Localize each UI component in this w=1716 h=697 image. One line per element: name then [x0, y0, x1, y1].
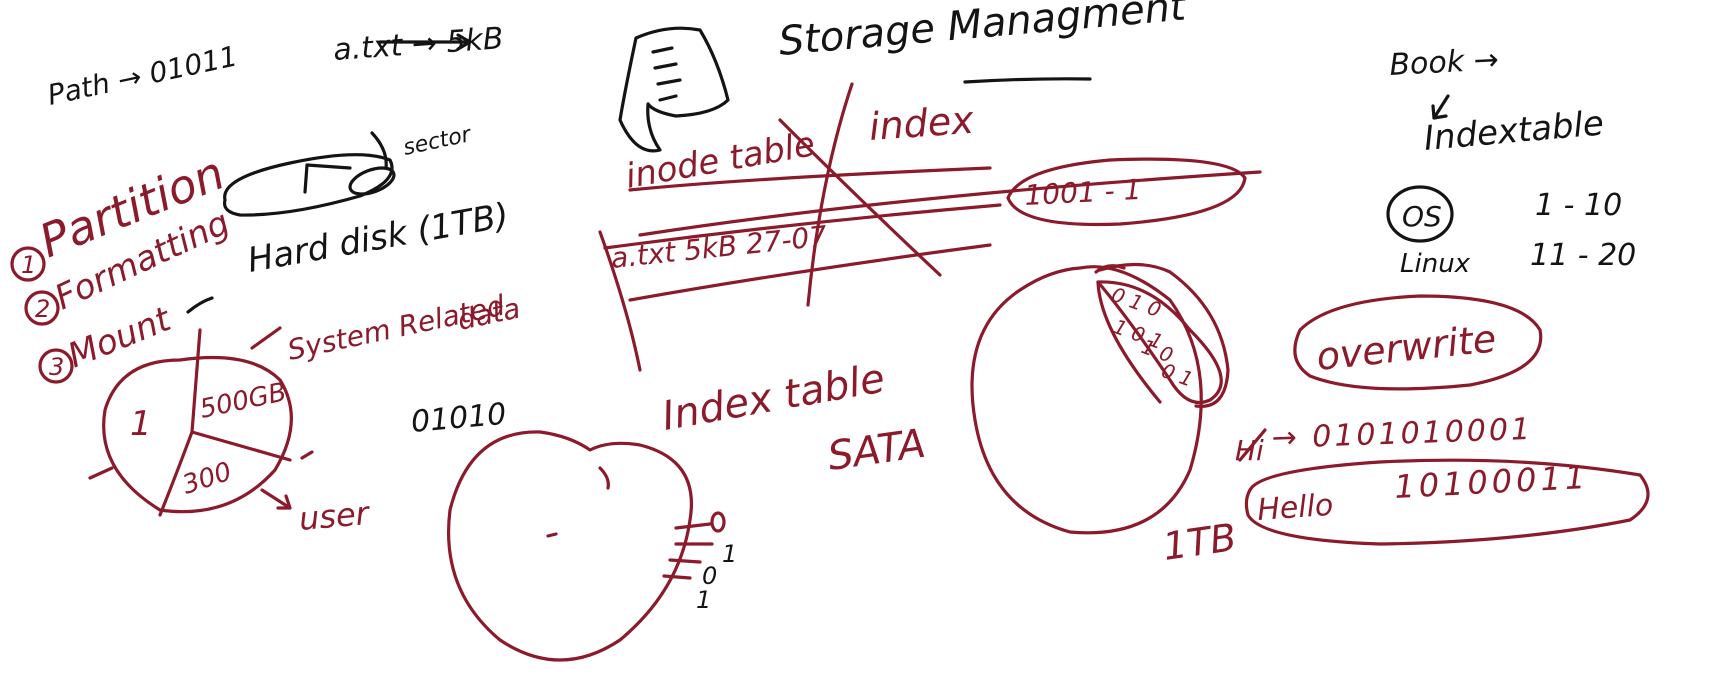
strike-line [778, 118, 942, 277]
sector-outline [1098, 262, 1230, 408]
arrow-icon [250, 326, 282, 350]
sector-pointer [303, 163, 352, 194]
table-divider [598, 230, 642, 372]
linux-range: 11 - 20 [1530, 238, 1636, 273]
range-1001: 1001 - 1 [1024, 173, 1143, 212]
pie-label-1: 1 [130, 404, 152, 444]
indextable-label: Indextable [1422, 103, 1605, 159]
range-ellipse [1006, 157, 1247, 227]
sector-bracket [370, 131, 388, 170]
sector-bits: 0 1 [1158, 358, 1196, 391]
hi-bits: → 0101010001 [1271, 412, 1534, 456]
step-circle [38, 348, 74, 384]
linux-label: Linux [1400, 249, 1471, 279]
book-label: Book → [1389, 42, 1500, 83]
a-txt-row: a.txt 5kB 27-07 [609, 219, 828, 275]
pie-tick [300, 450, 314, 460]
document-icon [618, 26, 730, 153]
step-circle [10, 246, 46, 282]
platter-bit: 1 [696, 586, 711, 614]
user-label: user [297, 494, 372, 538]
os-label: OS [1402, 200, 1442, 233]
platter-dot [710, 511, 726, 533]
platter-bit: 1 [722, 540, 737, 568]
step-number: 1 [21, 251, 36, 279]
document-line [653, 62, 678, 70]
platter-mark [598, 466, 610, 490]
hello-label: Hello [1256, 488, 1334, 528]
document-line [651, 46, 674, 54]
pie-label-500gb: 500GB [197, 377, 289, 425]
page-title: Storage Managment [777, 0, 1189, 65]
arrow-icon [260, 488, 292, 510]
arrow-icon [1431, 94, 1450, 120]
sector-ellipse [348, 166, 396, 196]
table-line [628, 243, 992, 302]
pie-label-300: 300 [179, 457, 235, 501]
hard-disk-label: Hard disk (1TB) [245, 196, 512, 281]
hi-label: Hi [1235, 434, 1264, 467]
one-tb-label: 1TB [1160, 515, 1239, 569]
platter-center [546, 532, 558, 538]
os-range: 1 - 10 [1535, 188, 1622, 223]
table-divider [806, 82, 854, 307]
pie-divider [158, 430, 194, 517]
hard-disk-ellipse [222, 153, 394, 217]
step-circle [24, 290, 60, 326]
inode-underline [628, 166, 992, 192]
pie-outline [102, 355, 293, 514]
document-line [656, 78, 682, 86]
hello-ellipse [1244, 458, 1650, 546]
platter-bit: 0 [702, 562, 717, 590]
hello-bits: 10100011 [1393, 458, 1590, 506]
step-number: 2 [35, 295, 50, 323]
mount-dash [186, 296, 214, 314]
path-label: Path → 01011 [45, 39, 241, 111]
platter-line [674, 522, 712, 530]
black-ink-layer [186, 26, 1454, 314]
index-table-label: Index table [659, 356, 888, 440]
bits-01010: 01010 [410, 397, 508, 440]
table-line [603, 203, 1002, 250]
index-label: index [868, 98, 976, 149]
pie-divider [190, 430, 292, 462]
pie-tick [88, 466, 114, 480]
sector-wedge [1096, 280, 1162, 404]
a-txt-label: a.txt → 5kB [332, 21, 504, 68]
document-line [658, 94, 678, 102]
step-number: 3 [49, 353, 64, 381]
platter-line [668, 558, 702, 564]
title-underline [963, 77, 1092, 84]
sector-outline [1096, 280, 1223, 405]
strike-line [1238, 428, 1267, 462]
disk-outline [970, 265, 1203, 535]
red-text-layer: 1 2 3 Partition Formatting Mount System … [21, 98, 1590, 569]
platter-line [662, 574, 692, 580]
strike-line [638, 170, 1262, 237]
black-text-layer: Path → 01011 a.txt → 5kB Storage Managme… [45, 0, 1637, 614]
os-circle [1386, 185, 1454, 243]
sata-label: SATA [825, 421, 928, 480]
sector-wedge [1094, 264, 1126, 274]
arrow-icon [378, 33, 472, 51]
overwrite-label: overwrite [1314, 316, 1498, 379]
red-ink-layer [10, 82, 1650, 662]
platter-outline [446, 430, 693, 662]
overwrite-ellipse [1293, 294, 1543, 391]
sector-label: sector [401, 122, 475, 161]
pie-divider [190, 328, 202, 434]
